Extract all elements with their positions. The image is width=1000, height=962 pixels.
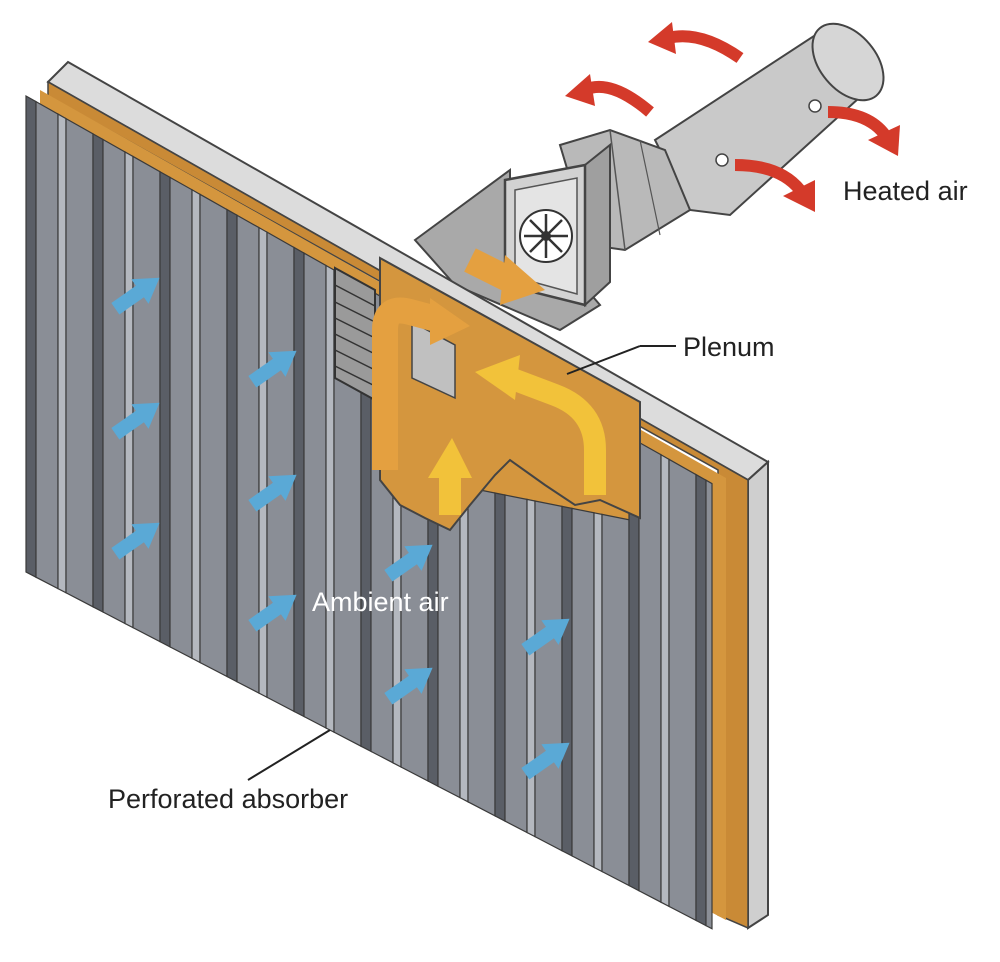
ambient-air-arrow: [248, 594, 297, 632]
absorber-rib: [169, 176, 193, 660]
absorber-rib: [459, 485, 469, 803]
heated-air-arrow: [827, 106, 900, 156]
plenum-flow-arrow: [372, 297, 444, 470]
absorber-rib: [526, 498, 536, 838]
duct-cylinder-end: [811, 22, 885, 102]
ambient-air-arrow: [384, 544, 433, 582]
plenum-flow-arrow-head: [475, 355, 520, 400]
absorber-rib: [660, 453, 670, 908]
ambient-air-arrow: [111, 402, 160, 440]
fan-icon: [519, 209, 573, 263]
ambient-air-arrow: [384, 667, 433, 705]
plenum-flow-arrow-head: [428, 438, 472, 478]
absorber-rib: [124, 150, 134, 629]
plenum-flow-arrow-head: [500, 255, 545, 305]
absorber-rib: [65, 117, 94, 608]
absorber-rib: [504, 494, 528, 834]
ambient-air-arrow: [111, 277, 160, 315]
ambient-air-arrow: [111, 522, 160, 560]
absorber-rib: [494, 492, 506, 823]
absorber-rib: [132, 155, 161, 643]
duct-assembly: [413, 22, 885, 332]
perforated-absorber-label: Perforated absorber: [108, 784, 348, 814]
vent-louver: [334, 266, 376, 402]
absorber-rib: [92, 132, 104, 614]
ambient-air-arrows: [111, 277, 570, 780]
heated-air-arrows: [565, 22, 900, 212]
absorber-rib: [561, 505, 573, 857]
wall-right-edge: [747, 459, 769, 930]
ambient-air-label: Ambient air: [312, 587, 449, 617]
absorber-rib: [199, 193, 228, 678]
absorber-rib: [601, 513, 630, 887]
absorber-rib: [293, 246, 305, 718]
plenum-flow-arrow: [506, 367, 606, 495]
absorber-rib: [638, 441, 662, 904]
absorber-leader-line: [247, 729, 331, 781]
absorber-rib: [35, 100, 59, 590]
absorber-rib: [159, 170, 171, 648]
absorber-rib: [571, 507, 595, 869]
plenum-cutaway: [334, 248, 641, 532]
heated-air-arrow: [734, 159, 815, 212]
absorber-rib: [467, 486, 496, 817]
heated-air-label: Heated air: [843, 176, 968, 206]
absorber-rib: [57, 113, 67, 594]
fan-housing-side: [584, 142, 611, 308]
absorber-rib: [303, 252, 327, 729]
plenum-leader-line: [566, 345, 641, 375]
plenum-label: Plenum: [683, 332, 775, 362]
ambient-air-arrow: [248, 474, 297, 512]
absorber-rib: [191, 188, 201, 664]
absorber-rib: [668, 458, 697, 922]
plenum-flow-arrow-head: [430, 298, 470, 345]
absorber-rib: [705, 479, 713, 930]
duct-hole-2: [715, 153, 729, 167]
absorber-rib: [593, 512, 603, 873]
absorber-rib: [266, 231, 295, 713]
duct-hole-1: [808, 99, 822, 113]
ambient-air-arrow: [521, 618, 570, 656]
ambient-air-arrow: [521, 742, 570, 780]
heated-air-arrow: [648, 22, 744, 63]
absorber-rib: [325, 264, 335, 734]
heated-air-arrow: [565, 74, 654, 117]
absorber-rib: [427, 478, 439, 788]
ambient-air-arrow: [248, 350, 297, 388]
absorber-rib: [226, 208, 238, 683]
absorber-rib: [25, 94, 37, 579]
absorber-rib: [695, 473, 707, 927]
absorber-rib: [534, 500, 563, 852]
